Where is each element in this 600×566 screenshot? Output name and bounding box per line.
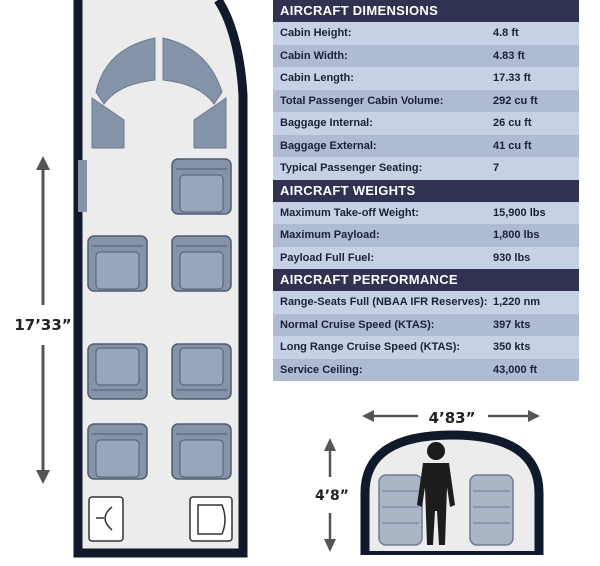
spec-label: Normal Cruise Speed (KTAS): bbox=[280, 318, 435, 331]
spec-label: Total Passenger Cabin Volume: bbox=[280, 94, 444, 107]
seat bbox=[171, 235, 232, 292]
spec-value: 930 lbs bbox=[493, 251, 531, 264]
spec-label: Range-Seats Full (NBAA IFR Reserves): bbox=[280, 296, 488, 309]
spec-value: 26 cu ft bbox=[493, 117, 532, 130]
spec-row: Payload Full Fuel: 930 lbs bbox=[273, 246, 579, 269]
spec-row: Baggage Internal: 26 cu ft bbox=[273, 112, 579, 135]
seat-rear-view bbox=[469, 474, 514, 546]
spec-row: Range-Seats Full (NBAA IFR Reserves): 1,2… bbox=[273, 291, 579, 314]
spec-value: 7 bbox=[493, 162, 500, 175]
cabin-side-panel bbox=[78, 160, 87, 212]
spec-value: 43,000 ft bbox=[493, 363, 538, 376]
spec-section-header: AIRCRAFT DIMENSIONS bbox=[273, 0, 579, 22]
cabin-height-label: 4’8” bbox=[315, 488, 349, 504]
spec-label: Maximum Take-off Weight: bbox=[280, 206, 419, 219]
cabin-length-label: 17’33” bbox=[14, 316, 71, 334]
spec-value: 1,220 nm bbox=[493, 296, 541, 309]
lavatory-toilet-icon bbox=[189, 496, 233, 542]
spec-section-header: AIRCRAFT PERFORMANCE bbox=[273, 269, 579, 291]
seat bbox=[87, 235, 148, 292]
seat bbox=[171, 343, 232, 400]
person-silhouette-icon bbox=[417, 442, 455, 545]
spec-label: Long Range Cruise Speed (KTAS): bbox=[280, 341, 461, 354]
spec-label: Maximum Payload: bbox=[280, 229, 380, 242]
height-dimension-arrow bbox=[324, 438, 336, 552]
spec-value: 1,800 lbs bbox=[493, 229, 540, 242]
spec-row: Baggage External: 41 cu ft bbox=[273, 134, 579, 157]
spec-row: Normal Cruise Speed (KTAS): 397 kts bbox=[273, 313, 579, 336]
spec-row: Maximum Take-off Weight: 15,900 lbs bbox=[273, 201, 579, 224]
front-lounge-seating bbox=[91, 37, 227, 149]
spec-row: Total Passenger Cabin Volume: 292 cu ft bbox=[273, 89, 579, 112]
spec-row: Service Ceiling: 43,000 ft bbox=[273, 358, 579, 381]
spec-value: 17.33 ft bbox=[493, 72, 531, 85]
spec-value: 15,900 lbs bbox=[493, 206, 546, 219]
spec-label: Cabin Length: bbox=[280, 72, 354, 85]
spec-section-header: AIRCRAFT WEIGHTS bbox=[273, 179, 579, 202]
seat bbox=[87, 423, 148, 480]
spec-row: Maximum Payload: 1,800 lbs bbox=[273, 224, 579, 247]
spec-label: Cabin Width: bbox=[280, 49, 348, 62]
seat bbox=[171, 423, 232, 480]
lavatory-sink-icon bbox=[88, 496, 124, 542]
spec-label: Payload Full Fuel: bbox=[280, 251, 375, 264]
cabin-width-label: 4’83” bbox=[429, 409, 476, 427]
spec-row: Cabin Width: 4.83 ft bbox=[273, 44, 579, 67]
spec-row: Cabin Length: 17.33 ft bbox=[273, 67, 579, 90]
length-dimension-arrow bbox=[36, 156, 50, 484]
spec-label: Baggage External: bbox=[280, 139, 377, 152]
spec-value: 350 kts bbox=[493, 341, 531, 354]
cabin-cross-section: 4’83” 4’8” bbox=[315, 409, 544, 555]
spec-value: 41 cu ft bbox=[493, 139, 532, 152]
seat bbox=[171, 158, 232, 215]
seat-rear-view bbox=[378, 474, 423, 546]
width-dimension-arrow bbox=[362, 410, 540, 422]
spec-value: 4.8 ft bbox=[493, 27, 519, 40]
spec-value: 292 cu ft bbox=[493, 94, 538, 107]
spec-row: Cabin Height: 4.8 ft bbox=[273, 22, 579, 45]
spec-label: Typical Passenger Seating: bbox=[280, 162, 423, 175]
spec-row: Typical Passenger Seating: 7 bbox=[273, 157, 579, 180]
spec-label: Service Ceiling: bbox=[280, 363, 363, 376]
seat bbox=[87, 343, 148, 400]
spec-row: Long Range Cruise Speed (KTAS): 350 kts bbox=[273, 336, 579, 359]
spec-label: Baggage Internal: bbox=[280, 117, 373, 130]
spec-label: Cabin Height: bbox=[280, 27, 352, 40]
spec-value: 397 kts bbox=[493, 318, 531, 331]
spec-value: 4.83 ft bbox=[493, 49, 525, 62]
cabin-floorplan: 17’33” bbox=[14, 0, 248, 558]
